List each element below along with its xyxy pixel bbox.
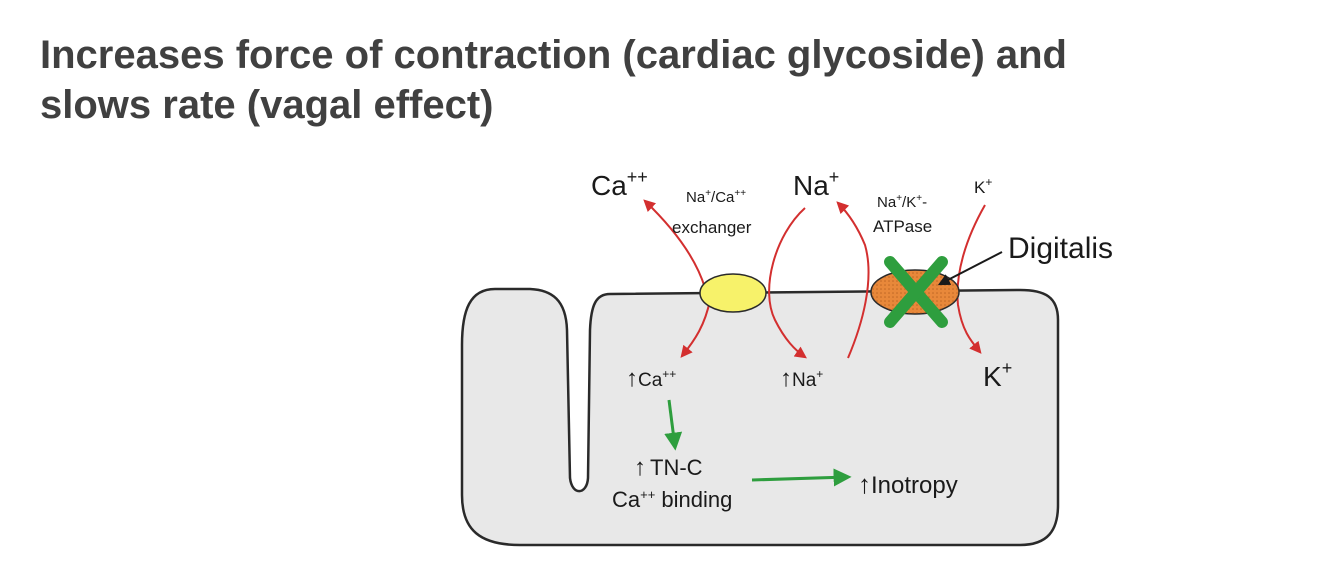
tnc-label-line-2: Ca++ binding	[612, 487, 732, 512]
na-intracellular-label: ↑Na+	[780, 365, 823, 392]
na-extracellular-label: Na+	[793, 167, 839, 201]
tnc-label-line-1: ↑TN-C	[634, 454, 703, 481]
cell-membrane	[460, 287, 1060, 547]
ca-extracellular-label: Ca++	[591, 167, 648, 201]
ca-influx-arrow	[680, 299, 711, 358]
exchanger-label-line-1: Na+/Ca++	[686, 188, 746, 206]
digitalis-pointer-arrow	[937, 251, 1003, 286]
ca-efflux-arrow	[643, 199, 706, 289]
tnc-to-inotropy-arrow	[751, 468, 852, 487]
inhibition-x-icon	[884, 256, 948, 328]
na-pump-efflux-arrow	[836, 201, 870, 359]
digitalis-label: Digitalis	[1008, 232, 1113, 265]
title-line-1: Increases force of contraction (cardiac …	[40, 33, 1067, 77]
k-extracellular-label: K+	[974, 175, 992, 197]
pump-label-line-1: Na+/K+-	[877, 193, 927, 211]
slide-title: Increases force of contraction (cardiac …	[40, 30, 1240, 130]
inotropy-label: ↑Inotropy	[858, 469, 958, 499]
ca-intracellular-label: ↑Ca++	[626, 365, 676, 392]
title-line-2: slows rate (vagal effect)	[40, 83, 494, 127]
exchanger-label-line-2: exchanger	[672, 218, 752, 237]
ca-to-tnc-arrow	[664, 399, 683, 451]
na-exchanger-influx-arrow	[768, 207, 807, 359]
pump-label-line-2: ATPase	[873, 217, 932, 236]
na-ca-exchanger-oval	[699, 273, 767, 313]
k-pump-influx-arrow	[956, 204, 986, 354]
k-intracellular-label: K+	[983, 358, 1012, 392]
